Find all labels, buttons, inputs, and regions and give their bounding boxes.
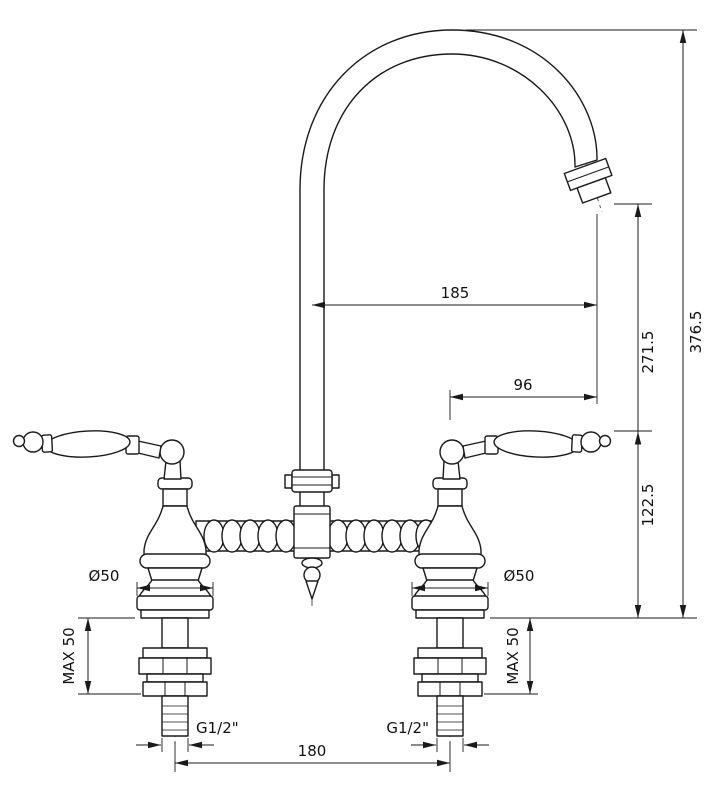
- right-thread-lines: [437, 705, 463, 731]
- right-nut2-facets: [439, 682, 461, 696]
- bridge-bead: [275, 519, 297, 553]
- right-mounting-shank: [413, 617, 487, 737]
- bridge-bead: [239, 519, 261, 553]
- left-shank-stem: [161, 617, 189, 649]
- dim-spout-reach: 185: [312, 214, 598, 404]
- dim-label-max-deck-right: MAX 50: [504, 627, 522, 684]
- dim-base-diameter-right: Ø50: [411, 567, 535, 596]
- spout-base-coupling: [284, 469, 340, 493]
- dim-label-base-diameter-left: Ø50: [89, 567, 120, 585]
- bridge-bead: [345, 519, 367, 553]
- bridge-bead: [257, 519, 279, 553]
- left-valve-torus: [139, 553, 211, 569]
- centerlines: [174, 41, 603, 748]
- dim-label-base-diameter-right: Ø50: [504, 567, 535, 585]
- right-shank-nut2: [417, 681, 483, 697]
- gooseneck-spout: [299, 29, 613, 516]
- left-nut2-facets: [164, 682, 186, 696]
- right-shank-thread: [436, 695, 464, 737]
- dim-label-outlet-height: 271.5: [639, 331, 657, 374]
- left-base-ring: [140, 609, 210, 619]
- left-handle-tip: [12, 434, 26, 448]
- left-valve-bell: [143, 505, 207, 558]
- right-valve-bell: [418, 505, 482, 558]
- right-shank-nut: [413, 657, 487, 675]
- left-shank-thread: [161, 695, 189, 737]
- dim-label-valve-to-outlet: 96: [513, 376, 532, 394]
- right-shank-ring: [421, 673, 479, 683]
- left-handle-hub: [159, 439, 185, 465]
- left-thread-lines: [162, 705, 188, 731]
- dim-hole-centres: 180: [174, 742, 451, 772]
- left-shank-ring: [146, 673, 204, 683]
- dim-label-hole-centres: 180: [298, 742, 327, 760]
- left-valve-taper: [147, 567, 203, 582]
- spout-nozzle: [576, 177, 612, 204]
- finial-tip: [305, 580, 319, 600]
- right-nut-facets: [437, 658, 463, 674]
- right-lever-handle: [439, 430, 612, 480]
- dim-max-deck-right: MAX 50: [484, 618, 538, 695]
- right-handle-ball: [580, 431, 602, 453]
- right-handle-neck: [462, 440, 487, 459]
- dim-label-thread-left: G1/2": [196, 719, 239, 737]
- bridge-bead: [381, 519, 403, 553]
- dim-max-deck-left: MAX 50: [60, 617, 141, 695]
- dim-heights: 271.5 122.5 376.5: [466, 29, 705, 619]
- bridge-bead: [221, 519, 243, 553]
- left-handle-neck: [137, 440, 162, 459]
- right-handle-tip: [598, 434, 612, 448]
- center-junction-finial: [293, 505, 331, 600]
- left-nut-facets: [162, 658, 188, 674]
- dim-label-handle-height: 122.5: [639, 484, 657, 527]
- left-mounting-shank: [138, 617, 212, 737]
- right-base-flange: [411, 595, 489, 611]
- dim-thread-right: G1/2": [386, 719, 489, 752]
- right-valve-neck: [437, 488, 463, 507]
- left-shank-washer: [142, 647, 208, 659]
- dim-label-thread-right: G1/2": [386, 719, 429, 737]
- dim-base-diameter-left: Ø50: [89, 567, 214, 596]
- right-handle-lever: [493, 430, 579, 458]
- left-handle-ball: [22, 431, 44, 453]
- dim-thread-left: G1/2": [136, 719, 239, 752]
- bridge-bead: [327, 519, 349, 553]
- left-lever-handle: [12, 430, 185, 480]
- dim-label-overall-height: 376.5: [687, 311, 705, 354]
- bridge-bead: [363, 519, 385, 553]
- left-base-flange: [136, 595, 214, 611]
- left-handle-lever: [45, 430, 131, 458]
- left-valve-neck: [162, 488, 188, 507]
- coupling-ring: [291, 469, 333, 493]
- right-handle-hub: [439, 439, 465, 465]
- right-valve-taper: [422, 567, 478, 582]
- right-base-ring: [415, 609, 485, 619]
- coupling-lug-left: [284, 474, 293, 489]
- right-shank-stem: [436, 617, 464, 649]
- dim-label-max-deck-left: MAX 50: [60, 627, 78, 684]
- right-valve-body: [411, 477, 489, 619]
- dim-label-spout-reach: 185: [441, 284, 470, 302]
- dimension-annotations: 185 96 271.5 122.5 376.5 Ø50: [60, 29, 705, 772]
- aerator-band-line: [567, 166, 609, 183]
- left-shank-nut: [138, 657, 212, 675]
- right-shank-washer: [417, 647, 483, 659]
- left-shank-nut2: [142, 681, 208, 697]
- coupling-lug-right: [331, 474, 340, 489]
- dim-valve-to-outlet: 96: [449, 376, 597, 420]
- bridge-bead: [203, 519, 225, 553]
- left-valve-body: [136, 477, 214, 619]
- spout-tube: [299, 29, 598, 516]
- right-valve-torus: [414, 553, 486, 569]
